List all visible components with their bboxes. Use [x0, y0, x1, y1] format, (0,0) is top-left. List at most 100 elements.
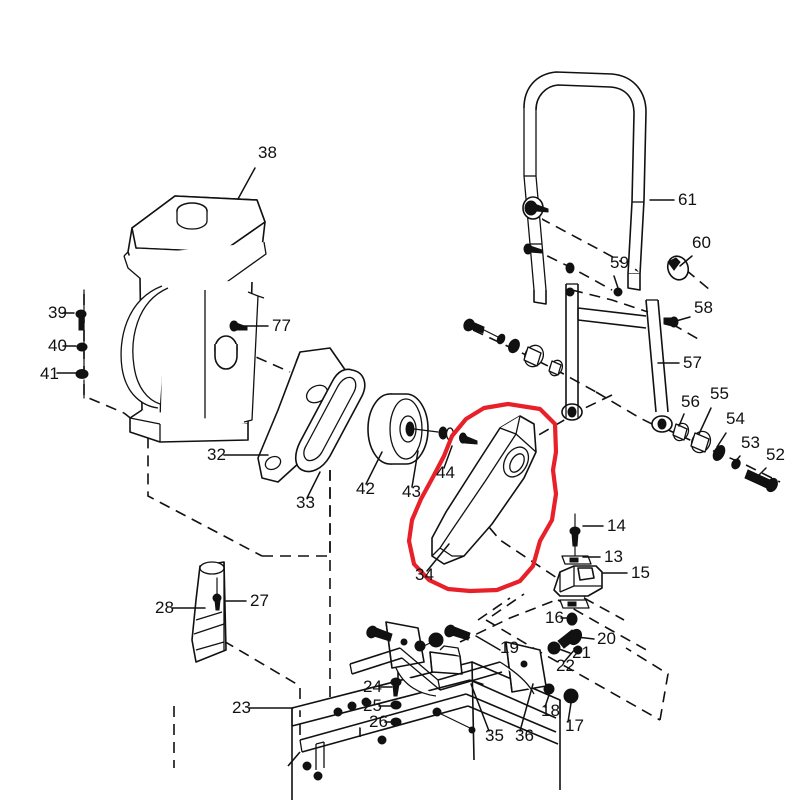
callout-16: 16	[545, 608, 569, 627]
callout-42: 42	[356, 451, 383, 498]
fastener-27	[212, 577, 222, 611]
bolt-52	[744, 469, 779, 493]
leader-line-60	[679, 255, 693, 267]
washer-18	[543, 683, 555, 695]
knob-upper-left	[522, 196, 549, 220]
callout-number-32: 32	[207, 445, 226, 464]
callout-38: 38	[237, 143, 277, 200]
callout-55: 55	[698, 384, 729, 435]
callout-number-33: 33	[296, 493, 315, 512]
callout-28: 28	[155, 598, 206, 617]
callout-number-27: 27	[250, 591, 269, 610]
callout-60: 60	[679, 233, 711, 267]
callout-number-26: 26	[369, 712, 388, 731]
leader-line-18	[544, 694, 550, 708]
callout-number-53: 53	[741, 433, 760, 452]
chassis-frame	[287, 621, 561, 800]
drive-belt-33	[294, 368, 366, 473]
leader-line-56	[678, 413, 685, 427]
leader-line-36	[519, 683, 534, 732]
callout-number-16: 16	[545, 608, 564, 627]
callout-19: 19	[475, 635, 519, 657]
callout-number-38: 38	[258, 143, 277, 162]
callout-number-15: 15	[631, 563, 650, 582]
fastener-stack-24-26	[390, 677, 402, 727]
callout-number-44: 44	[436, 463, 455, 482]
callout-number-13: 13	[604, 547, 623, 566]
leader-line-34	[426, 543, 450, 572]
leader-line-22	[563, 647, 577, 663]
leader-line-43	[411, 450, 419, 488]
callout-number-43: 43	[402, 482, 421, 501]
washer-plate-lower	[559, 599, 590, 609]
callout-40: 40	[48, 336, 77, 355]
left-fastener-stack	[75, 289, 89, 399]
nut-16	[566, 612, 578, 626]
pulley-assembly	[367, 393, 478, 465]
nut-17	[563, 688, 579, 704]
callout-14: 14	[582, 516, 626, 535]
callout-39: 39	[48, 303, 75, 322]
leader-line-53	[734, 455, 741, 463]
callout-20: 20	[576, 629, 616, 648]
callout-57: 57	[657, 353, 702, 372]
callout-number-59: 59	[610, 253, 629, 272]
callout-23: 23	[232, 698, 294, 717]
bracket-assembly	[553, 513, 603, 626]
callout-34: 34	[415, 543, 450, 584]
knob-60	[666, 255, 690, 281]
callout-13: 13	[582, 547, 623, 566]
scraper-blade-assembly	[191, 561, 227, 663]
bolt-14	[569, 526, 581, 547]
leader-line-35	[470, 683, 490, 732]
washer-44	[459, 432, 478, 445]
callout-number-41: 41	[40, 364, 59, 383]
callout-number-60: 60	[692, 233, 711, 252]
callout-number-42: 42	[356, 479, 375, 498]
callout-number-55: 55	[710, 384, 729, 403]
callout-33: 33	[296, 471, 321, 512]
callout-number-25: 25	[363, 696, 382, 715]
bracket-15	[553, 565, 603, 597]
leader-line-44	[443, 445, 453, 469]
leader-line-55	[698, 407, 712, 435]
callout-26: 26	[369, 712, 394, 731]
callout-number-40: 40	[48, 336, 67, 355]
handle-bar-assembly	[522, 71, 690, 433]
callout-number-58: 58	[694, 298, 713, 317]
leader-line-52	[756, 467, 767, 478]
callout-35: 35	[470, 683, 504, 745]
callout-54: 54	[716, 409, 745, 448]
callout-44: 44	[436, 445, 455, 482]
bolt-deck-left	[366, 625, 393, 642]
callout-24: 24	[363, 677, 393, 696]
callout-number-28: 28	[155, 598, 174, 617]
callout-21: 21	[558, 643, 591, 662]
washer-plate-13	[561, 555, 592, 565]
callout-53: 53	[734, 433, 760, 463]
callout-number-56: 56	[681, 392, 700, 411]
callout-number-39: 39	[48, 303, 67, 322]
callout-41: 41	[40, 364, 77, 383]
callout-number-52: 52	[766, 445, 785, 464]
leader-line-58	[675, 316, 691, 322]
nut-21	[547, 641, 561, 655]
callout-56: 56	[678, 392, 700, 427]
callout-77: 77	[243, 316, 291, 335]
callout-number-17: 17	[565, 716, 584, 735]
callout-36: 36	[515, 683, 534, 745]
fastener-40	[76, 342, 88, 352]
callout-number-34: 34	[415, 565, 434, 584]
leader-line-17	[567, 702, 572, 723]
bolt-19	[444, 624, 471, 641]
belt-cover-34	[431, 415, 537, 565]
leader-line-19	[475, 635, 501, 651]
callout-number-19: 19	[500, 638, 519, 657]
callout-number-24: 24	[363, 677, 382, 696]
bolt-43	[413, 426, 455, 441]
callout-number-35: 35	[485, 726, 504, 745]
callout-43: 43	[402, 450, 421, 501]
callout-27: 27	[225, 591, 269, 610]
callout-25: 25	[363, 696, 393, 715]
leader-line-21	[558, 648, 571, 654]
